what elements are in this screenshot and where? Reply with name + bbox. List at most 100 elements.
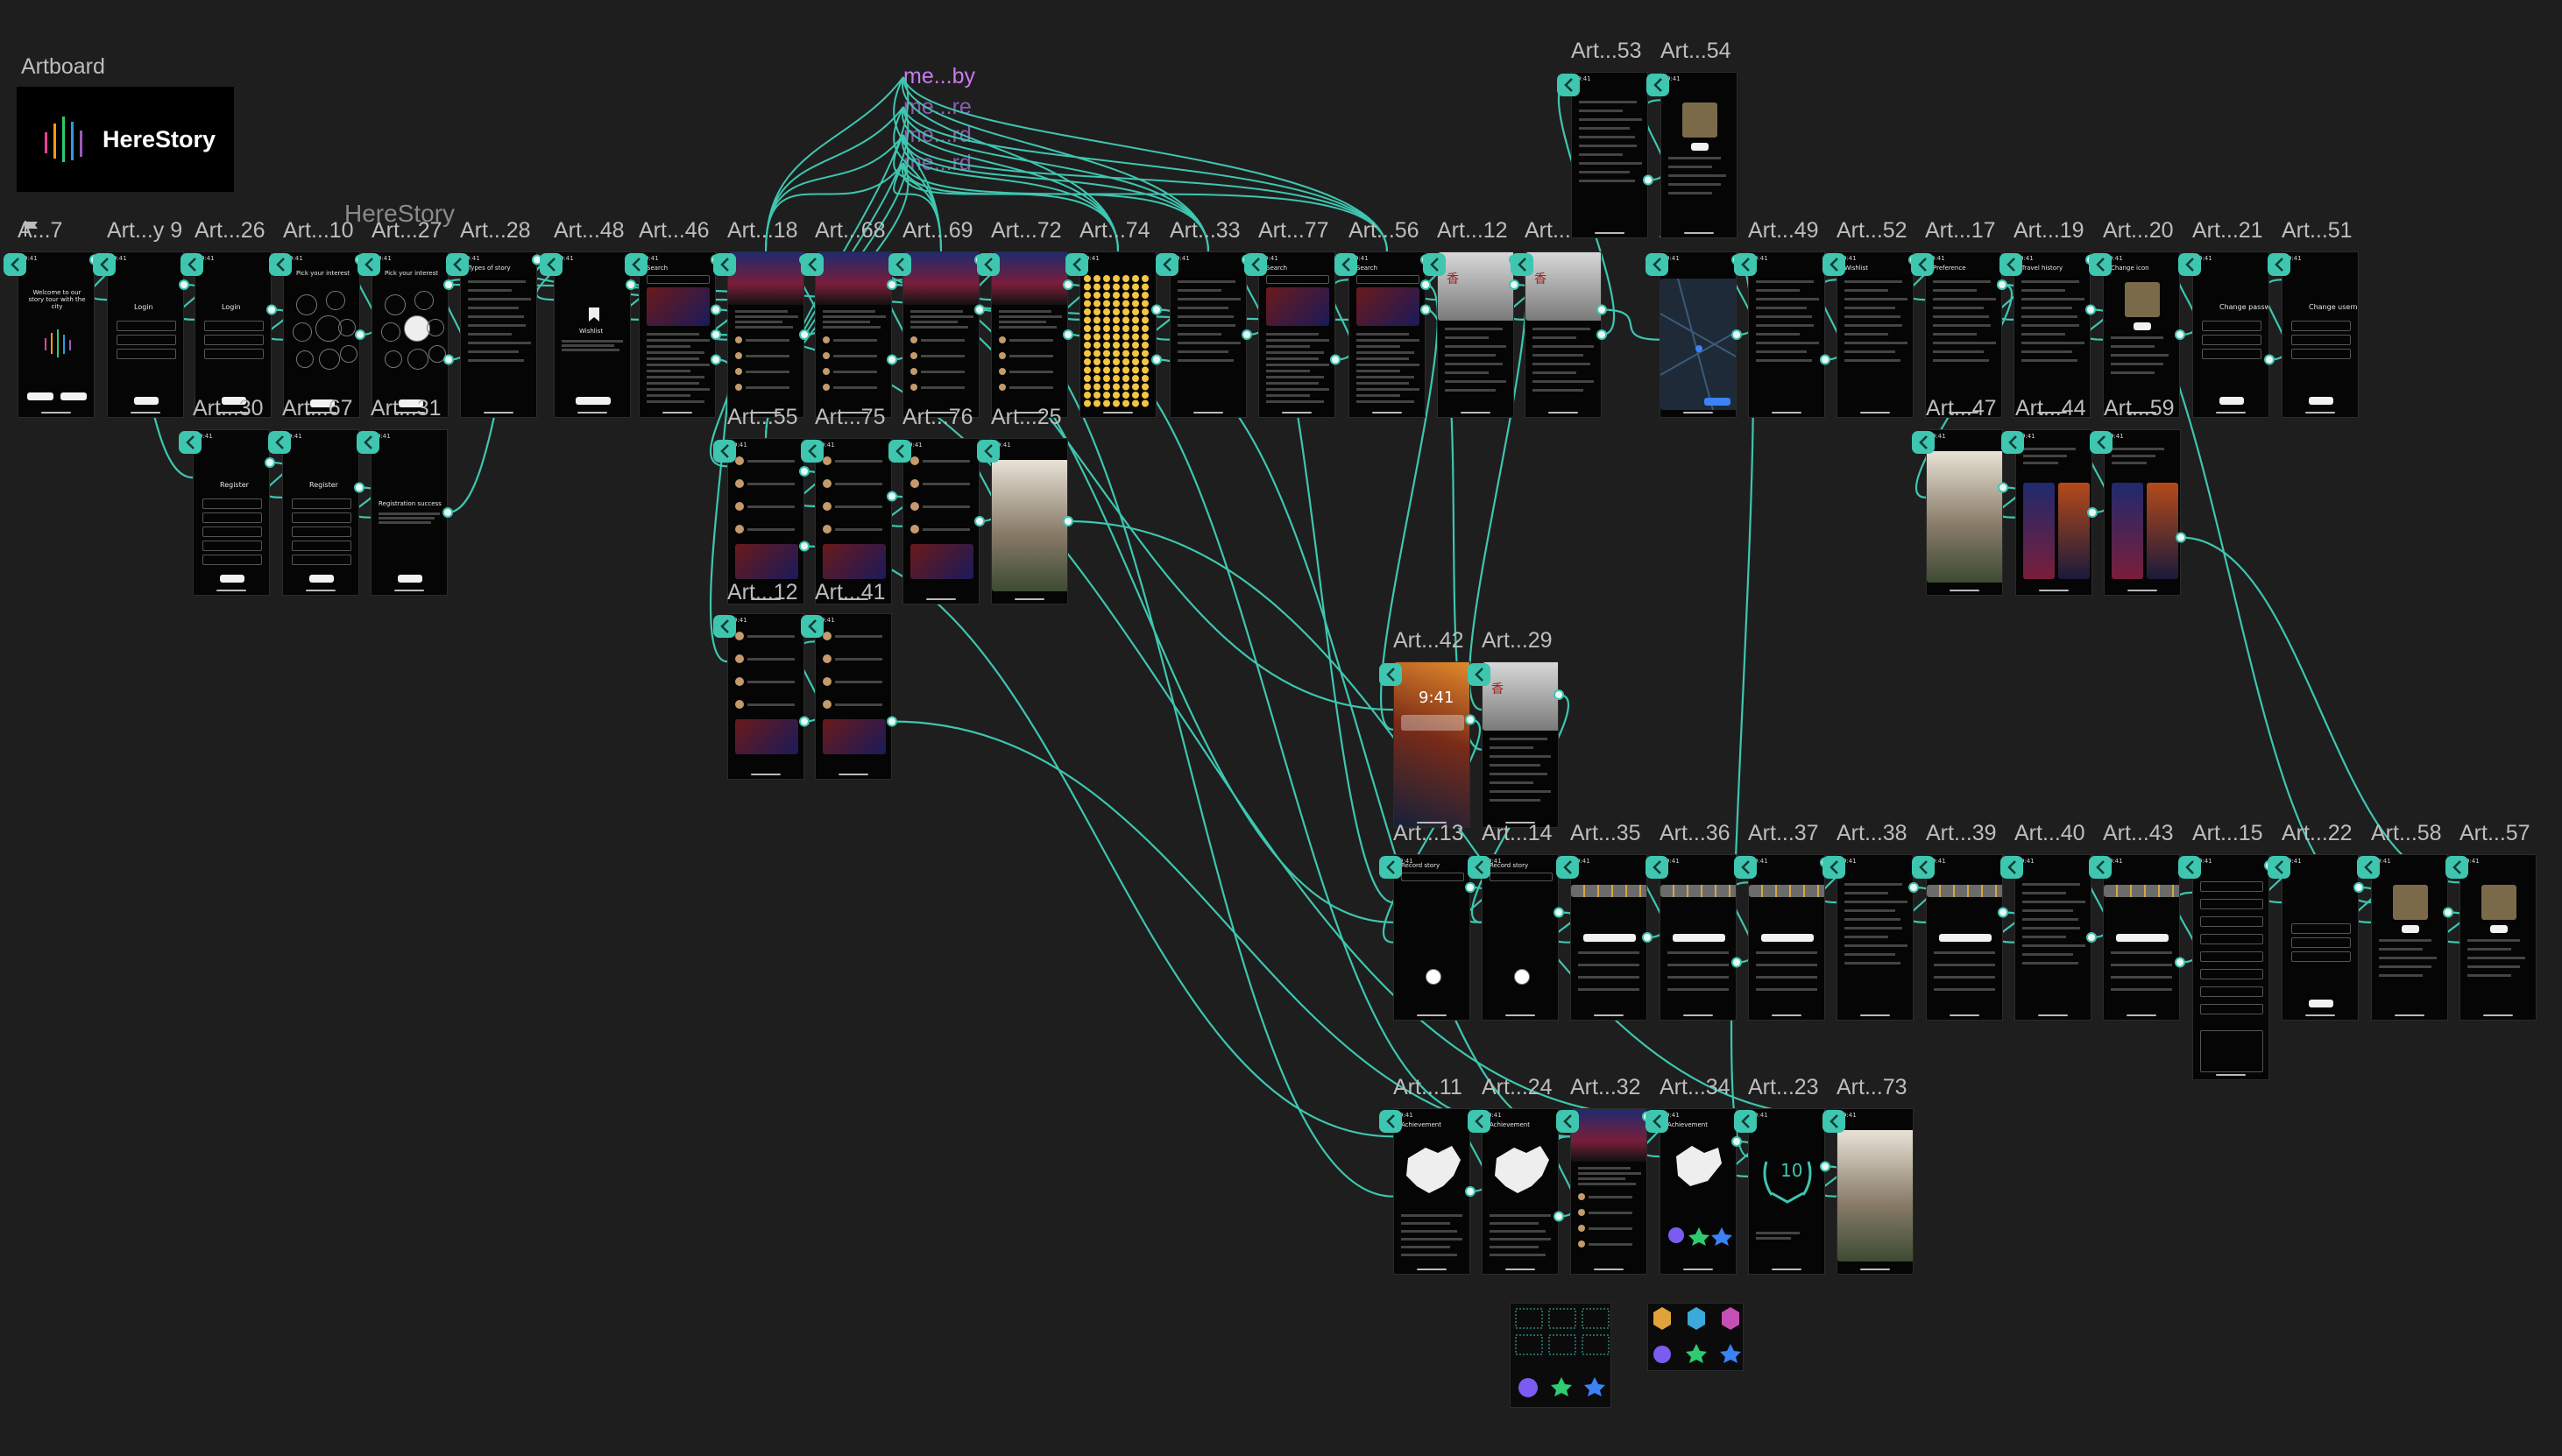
form-input[interactable] xyxy=(2291,349,2351,359)
form-input[interactable] xyxy=(202,512,262,523)
featured-image[interactable] xyxy=(647,287,710,326)
wire-start-dot[interactable] xyxy=(1731,1136,1742,1147)
back-link-icon[interactable] xyxy=(977,440,1000,463)
audio-timeline[interactable] xyxy=(1927,885,2002,897)
artboard-label[interactable]: Art...53 xyxy=(1571,39,1642,63)
artboard-label[interactable]: Art...46 xyxy=(639,218,710,243)
form-input[interactable] xyxy=(117,335,176,345)
wire-start-dot[interactable] xyxy=(2085,304,2096,315)
artboard-label[interactable]: Art...56 xyxy=(1348,218,1419,243)
wire-start-dot[interactable] xyxy=(799,541,810,552)
wire-start-dot[interactable] xyxy=(1553,1211,1564,1222)
artboard-frame-a54[interactable]: 9:41 xyxy=(1660,72,1737,238)
slider-track[interactable] xyxy=(1578,964,1639,966)
wire-start-dot[interactable] xyxy=(711,304,721,315)
wire-start-dot[interactable] xyxy=(799,716,810,727)
wire-start-dot[interactable] xyxy=(974,516,985,527)
back-link-icon[interactable] xyxy=(2178,253,2201,276)
story-cover-image[interactable] xyxy=(816,252,891,305)
artboard-label[interactable]: Art...26 xyxy=(195,218,265,243)
artboard-frame-a73[interactable]: 9:41 xyxy=(1837,1108,1914,1275)
form-input[interactable] xyxy=(2291,951,2351,962)
artboard-label[interactable]: Art...21 xyxy=(2192,218,2263,243)
form-input[interactable] xyxy=(292,527,351,537)
artboard-label[interactable]: Art...28 xyxy=(460,218,531,243)
slider-track[interactable] xyxy=(1756,964,1817,966)
edit-button[interactable] xyxy=(1691,143,1709,151)
submit-button[interactable] xyxy=(2309,1000,2333,1007)
story-cover-image[interactable] xyxy=(903,252,979,305)
wire-start-dot[interactable] xyxy=(626,279,636,290)
audio-timeline[interactable] xyxy=(2104,885,2179,897)
wire-start-dot[interactable] xyxy=(1330,354,1341,365)
brand-logo-artboard[interactable]: HereStory xyxy=(17,87,234,192)
artboard-label[interactable]: Art...54 xyxy=(1660,39,1731,63)
back-link-icon[interactable] xyxy=(713,440,736,463)
interest-bubble[interactable] xyxy=(381,322,400,342)
artboard-label[interactable]: Art...37 xyxy=(1748,821,1819,845)
badge-color-sheet[interactable] xyxy=(1647,1303,1744,1371)
artboard-label[interactable]: Art...67 xyxy=(282,396,353,421)
wire-start-dot[interactable] xyxy=(2264,354,2275,365)
search-input[interactable] xyxy=(1356,275,1419,284)
story-card[interactable] xyxy=(2112,483,2143,579)
interest-bubble[interactable] xyxy=(385,350,402,368)
featured-image[interactable] xyxy=(1356,287,1419,326)
wire-start-dot[interactable] xyxy=(1731,329,1742,340)
back-link-icon[interactable] xyxy=(1557,74,1580,96)
interest-bubble[interactable] xyxy=(404,315,430,342)
login-button[interactable] xyxy=(27,392,53,400)
profile-photo[interactable] xyxy=(2481,885,2516,920)
back-link-icon[interactable] xyxy=(2268,253,2290,276)
form-input[interactable] xyxy=(2202,335,2261,345)
wire-start-dot[interactable] xyxy=(355,329,365,340)
artboard-label[interactable]: Art...24 xyxy=(1482,1075,1553,1099)
back-link-icon[interactable] xyxy=(268,431,291,454)
artboard-label[interactable]: Art...30 xyxy=(193,396,264,421)
artboard-frame-a43[interactable]: 9:41 xyxy=(2103,854,2180,1021)
slider-track[interactable] xyxy=(2111,964,2172,966)
map-view[interactable] xyxy=(1660,279,1736,410)
form-input[interactable] xyxy=(2200,881,2263,892)
back-link-icon[interactable] xyxy=(713,615,736,638)
back-link-icon[interactable] xyxy=(1912,856,1935,879)
artboard-frame-a59[interactable]: 9:41 xyxy=(2104,429,2181,596)
artboard-frame-a55[interactable]: 9:41 xyxy=(727,438,804,604)
artboard-label[interactable]: Art...68 xyxy=(815,218,886,243)
artboard-label[interactable]: Art...22 xyxy=(2282,821,2353,845)
back-link-icon[interactable] xyxy=(1645,253,1668,276)
slider-track[interactable] xyxy=(1756,988,1817,991)
wire-start-dot[interactable] xyxy=(179,279,189,290)
back-link-icon[interactable] xyxy=(2357,856,2380,879)
wire-start-dot[interactable] xyxy=(1731,957,1742,968)
artboard-frame-a15[interactable]: 9:41⾹ xyxy=(1525,251,1602,418)
submit-button[interactable] xyxy=(220,575,244,583)
artboard-label[interactable]: Art...55 xyxy=(727,405,798,429)
back-link-icon[interactable] xyxy=(2001,431,2024,454)
form-input[interactable] xyxy=(204,321,264,331)
artboard-label[interactable]: Art...36 xyxy=(1660,821,1730,845)
artboard-frame-a53[interactable]: 9:41 xyxy=(1571,72,1648,238)
next-button[interactable] xyxy=(310,399,335,407)
slider-track[interactable] xyxy=(1667,976,1729,979)
wire-start-dot[interactable] xyxy=(1596,304,1607,315)
back-link-icon[interactable] xyxy=(1065,253,1088,276)
add-button[interactable] xyxy=(1583,934,1636,942)
wire-start-dot[interactable] xyxy=(1820,354,1830,365)
interest-bubble[interactable] xyxy=(414,291,434,310)
artboard-label[interactable]: Art...15 xyxy=(2192,821,2263,845)
slider-track[interactable] xyxy=(1578,976,1639,979)
featured-image[interactable] xyxy=(1266,287,1329,326)
form-input[interactable] xyxy=(292,541,351,551)
add-button[interactable] xyxy=(1761,934,1814,942)
back-link-icon[interactable] xyxy=(2000,856,2023,879)
back-link-icon[interactable] xyxy=(1468,663,1490,686)
